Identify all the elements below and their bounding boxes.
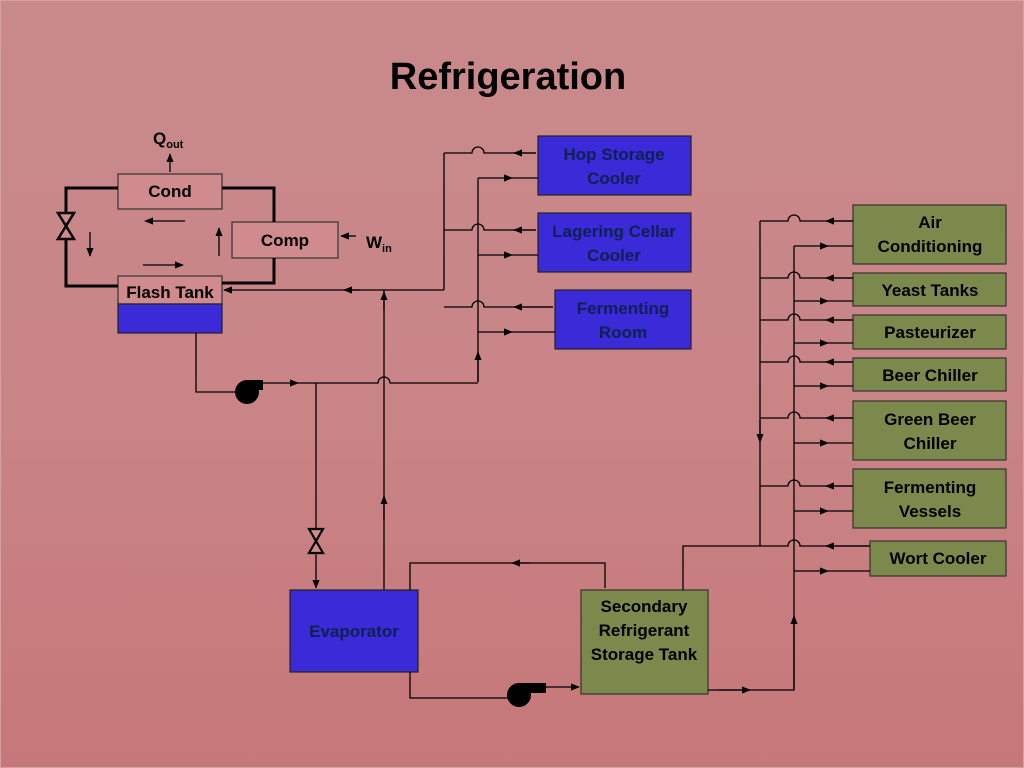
flash-tank-outlet [195,333,236,393]
load-fermenting-room: Fermenting Room [554,289,692,350]
expansion-valve-primary [55,211,77,241]
svg-text:Cooler: Cooler [587,169,641,188]
pump-primary [235,380,263,404]
secondary-return-branch [760,479,853,487]
pump-discharge-line [298,376,478,384]
svg-text:Green Beer: Green Beer [884,410,976,429]
svg-text:Vessels: Vessels [899,502,961,521]
secondary-return-branch [760,271,853,279]
return-branch-fermenting [444,300,553,308]
condenser: Cond [117,173,223,210]
load-yeast-tanks: Yeast Tanks [852,272,1007,307]
svg-text:Beer Chiller: Beer Chiller [882,366,978,385]
expansion-valve-evaporator [307,527,325,555]
svg-text:Fermenting: Fermenting [884,478,977,497]
load-green-beer-chiller: Green Beer Chiller [852,400,1007,461]
secondary-return-branch [760,355,853,363]
svg-text:Flash Tank: Flash Tank [126,283,214,302]
secondary-return-to-evaporator [409,562,606,590]
svg-text:Room: Room [599,323,647,342]
load-wort-cooler: Wort Cooler [869,540,1007,577]
secondary-return-branch [760,411,853,419]
svg-text:Win: Win [366,233,392,255]
page-title: Refrigeration [390,56,626,98]
return-branch-lagering [444,223,536,231]
svg-text:Yeast Tanks: Yeast Tanks [881,281,978,300]
svg-text:Refrigerant: Refrigerant [599,621,690,640]
return-branch-hop [444,146,536,154]
svg-text:Cond: Cond [148,182,191,201]
svg-text:Wort Cooler: Wort Cooler [890,549,987,568]
compressor: Comp [231,221,339,259]
pump-secondary [507,683,546,707]
svg-text:Pasteurizer: Pasteurizer [884,323,976,342]
secondary-branches [760,214,870,575]
evaporator-to-pump [409,672,508,699]
secondary-return-branch [760,214,853,222]
svg-text:Lagering Cellar: Lagering Cellar [552,222,676,241]
svg-text:Secondary: Secondary [601,597,688,616]
svg-text:Cooler: Cooler [587,246,641,265]
svg-text:Chiller: Chiller [904,434,957,453]
svg-text:Comp: Comp [261,231,309,250]
svg-text:Qout: Qout [153,129,184,151]
secondary-return-line [682,545,760,590]
load-hop-storage-cooler: Hop Storage Cooler [537,135,692,196]
load-beer-chiller: Beer Chiller [852,357,1007,392]
secondary-return-branch [760,539,870,547]
load-fermenting-vessels: Fermenting Vessels [852,468,1007,529]
svg-text:Hop Storage: Hop Storage [563,145,664,164]
secondary-return-branch [760,313,853,321]
evaporator: Evaporator [289,589,419,673]
svg-text:Fermenting: Fermenting [577,299,670,318]
secondary-refrigerant-storage-tank: Secondary Refrigerant Storage Tank [580,589,709,695]
svg-text:Air: Air [918,213,942,232]
load-air-conditioning: Air Conditioning [852,204,1007,265]
svg-text:Storage Tank: Storage Tank [591,645,698,664]
svg-text:Conditioning: Conditioning [878,237,983,256]
heat-out-label: Qout [153,129,184,151]
work-in-label: Win [366,233,392,255]
flash-tank: Flash Tank [117,275,223,334]
secondary-supply-line [708,616,795,691]
cycle-loop-right-bottom [222,258,276,285]
load-lagering-cellar-cooler: Lagering Cellar Cooler [537,212,692,273]
cycle-loop-right-top [222,186,276,222]
load-pasteurizer: Pasteurizer [852,314,1007,350]
svg-text:Evaporator: Evaporator [309,622,399,641]
